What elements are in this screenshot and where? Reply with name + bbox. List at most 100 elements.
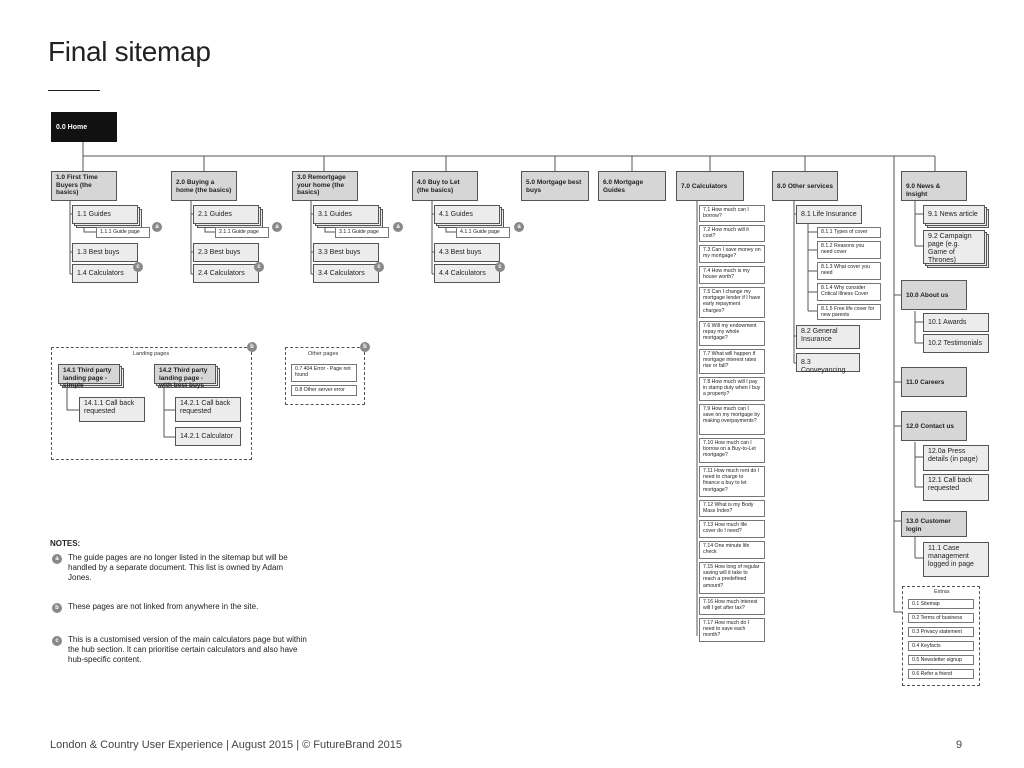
calculator-item[interactable]: 7.7 What will happen if mortgage interes… [699,349,765,374]
extras-item[interactable]: 0.4 Keyfacts [908,641,974,651]
other-services-node[interactable]: 8.0 Other services [772,171,838,201]
life-insurance-subpage[interactable]: 8.1.3 What cover you need [817,262,881,280]
calculator-item[interactable]: 7.9 How much can I save on my mortgage b… [699,404,765,435]
extras-item[interactable]: 0.6 Refer a friend [908,669,974,679]
third-party-best-buys-callback-node[interactable]: 14.2.1 Call back requested [175,397,241,422]
calculator-item[interactable]: 7.13 How much life cover do I need? [699,520,765,538]
life-insurance-node[interactable]: 8.1 Life Insurance [796,205,862,224]
buy-to-let-node[interactable]: 4.0 Buy to Let (the basics) [412,171,478,201]
badge-c-icon: c [133,262,143,272]
guides-node-1[interactable]: 1.1 Guides [72,205,138,224]
notes-heading: NOTES: [50,539,81,548]
best-buys-node-2[interactable]: 2.3 Best buys [193,243,259,262]
remortgage-node[interactable]: 3.0 Remortgage your home (the basics) [292,171,358,201]
life-insurance-subpage[interactable]: 8.1.5 Free life cover for new parents [817,304,881,320]
badge-c-icon: c [254,262,264,272]
calculator-item[interactable]: 7.11 How much rent do I need to charge t… [699,466,765,497]
error-404-node[interactable]: 0.7 404 Error - Page not found [291,364,357,382]
best-buys-node-4[interactable]: 4.3 Best buys [434,243,500,262]
landing-pages-label: Landing pages [133,351,170,357]
calculator-item[interactable]: 7.17 How much do I need to save each mon… [699,618,765,642]
calculators-node-2[interactable]: 2.4 Calculators [193,264,259,283]
calculators-node-4[interactable]: 4.4 Calculators [434,264,500,283]
badge-a-icon: a [514,222,524,232]
title-rule [48,90,100,91]
press-details-node[interactable]: 12.0a Press details (in page) [923,445,989,471]
home-page-node[interactable]: 0.0 Home [51,112,117,142]
third-party-calculator-node[interactable]: 14.2.1 Calculator [175,427,241,446]
customer-login-node[interactable]: 13.0 Customer login [901,511,967,537]
life-insurance-subpage[interactable]: 8.1.1 Types of cover [817,227,881,238]
badge-c-icon: c [374,262,384,272]
call-back-node[interactable]: 12.1 Call back requested [923,474,989,501]
page-number: 9 [956,739,963,751]
guide-page-node-2[interactable]: 2.1.1 Guide page [215,227,269,238]
third-party-simple-node[interactable]: 14.1 Third party landing page - simple [58,364,120,389]
first-time-buyers-node[interactable]: 1.0 First Time Buyers (the basics) [51,171,117,201]
best-buys-node-3[interactable]: 3.3 Best buys [313,243,379,262]
calculator-item[interactable]: 7.8 How much will I pay in stamp duty wh… [699,377,765,401]
calculator-item[interactable]: 7.2 How much will it cost? [699,225,765,242]
calculator-item[interactable]: 7.4 How much is my house worth? [699,266,765,284]
guide-page-node-4[interactable]: 4.1.1 Guide page [456,227,510,238]
other-pages-group [285,347,365,405]
news-insight-node[interactable]: 9.0 News & Insight [901,171,967,201]
calculator-item[interactable]: 7.6 Will my endowment repay my whole mor… [699,321,765,346]
careers-node[interactable]: 11.0 Careers [901,367,967,397]
extras-item[interactable]: 0.3 Privacy statement [908,627,974,637]
calculators-section-node[interactable]: 7.0 Calculators [676,171,744,201]
calculator-item[interactable]: 7.3 Can I save money on my mortgage? [699,245,765,263]
calculators-node-1[interactable]: 1.4 Calculators [72,264,138,283]
testimonials-node[interactable]: 10.2 Testimonials [923,334,989,353]
conveyancing-node[interactable]: 8.3 Conveyancing [796,353,860,374]
landing-pages-group [51,347,252,460]
calculators-node-3[interactable]: 3.4 Calculators [313,264,379,283]
buying-a-home-node[interactable]: 2.0 Buying a home (the basics) [171,171,237,201]
calculator-item[interactable]: 7.14 One minute life check [699,541,765,559]
note-b-badge-icon: b [52,603,62,613]
calculator-item[interactable]: 7.10 How much can I borrow on a Buy-to-L… [699,438,765,463]
badge-a-icon: a [152,222,162,232]
campaign-page-node[interactable]: 9.2 Campaign page (e.g. Game of Thrones) [923,230,985,264]
third-party-simple-callback-node[interactable]: 14.1.1 Call back requested [79,397,145,422]
mortgage-best-buys-node[interactable]: 5.0 Mortgage best buys [521,171,589,201]
badge-b-icon: b [360,342,370,352]
server-error-node[interactable]: 0.8 Other server error [291,385,357,396]
note-b-text: These pages are not linked from anywhere… [68,602,259,611]
extras-item[interactable]: 0.2 Terms of business [908,613,974,623]
extras-label: Extras [934,589,950,595]
page-title: Final sitemap [48,36,211,67]
guides-node-2[interactable]: 2.1 Guides [193,205,259,224]
news-article-node[interactable]: 9.1 News article [923,205,985,224]
awards-node[interactable]: 10.1 Awards [923,313,989,332]
note-c-text: This is a customised version of the main… [68,635,307,664]
extras-item[interactable]: 0.5 Newsletter signup [908,655,974,665]
general-insurance-node[interactable]: 8.2 General Insurance [796,325,860,349]
footer-credits: London & Country User Experience | Augus… [50,739,402,751]
extras-group [902,586,980,686]
case-management-node[interactable]: 11.1 Case management logged in page [923,542,989,577]
best-buys-node-1[interactable]: 1.3 Best buys [72,243,138,262]
mortgage-guides-node[interactable]: 6.0 Mortgage Guides [598,171,666,201]
note-a-badge-icon: a [52,554,62,564]
third-party-best-buys-node[interactable]: 14.2 Third party landing page - with bes… [154,364,216,389]
life-insurance-subpage[interactable]: 8.1.4 Why consider Critical Illness Cove… [817,283,881,301]
extras-item[interactable]: 0.1 Sitemap [908,599,974,609]
about-us-node[interactable]: 10.0 About us [901,280,967,310]
calculator-item[interactable]: 7.5 Can I change my mortgage lender if I… [699,287,765,318]
guides-node-4[interactable]: 4.1 Guides [434,205,500,224]
life-insurance-subpage[interactable]: 8.1.2 Reasons you need cover [817,241,881,259]
calculator-item[interactable]: 7.16 How much interest will I get after … [699,597,765,615]
note-c-badge-icon: c [52,636,62,646]
badge-a-icon: a [272,222,282,232]
calculator-item[interactable]: 7.1 How much can I borrow? [699,205,765,222]
guides-node-3[interactable]: 3.1 Guides [313,205,379,224]
guide-page-node-1[interactable]: 1.1.1 Guide page [96,227,150,238]
contact-us-node[interactable]: 12.0 Contact us [901,411,967,441]
guide-page-node-3[interactable]: 3.1.1 Guide page [335,227,389,238]
badge-c-icon: c [495,262,505,272]
calculator-item[interactable]: 7.12 What is my Body Mass Index? [699,500,765,517]
calculator-item[interactable]: 7.15 How long of regular saving will it … [699,562,765,594]
badge-b-icon: b [247,342,257,352]
